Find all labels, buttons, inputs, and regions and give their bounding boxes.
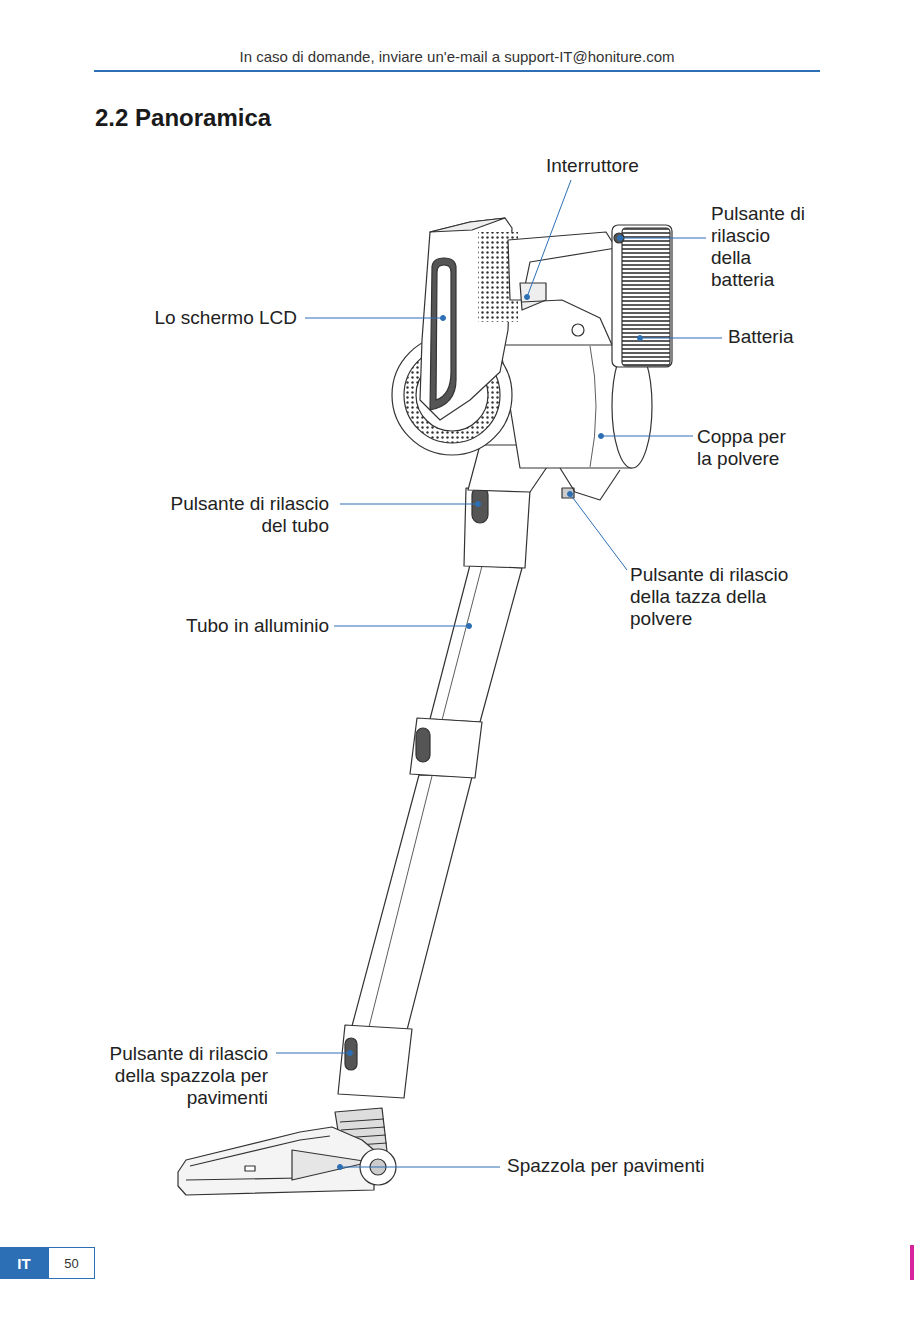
floor-brush <box>178 1108 396 1195</box>
aluminium-tube-part <box>430 565 522 722</box>
aluminium-tube-part <box>410 718 482 778</box>
leader-lines-part <box>334 626 469 627</box>
leader-lines-part <box>338 1165 343 1170</box>
aluminium-tube-part <box>472 487 488 523</box>
leader-lines-part <box>305 318 443 319</box>
floor-brush-part <box>245 1166 255 1171</box>
aluminium-tube-part <box>416 728 430 762</box>
edge-mark <box>910 1245 914 1280</box>
main-body-part <box>436 265 451 400</box>
header-note: In caso di domande, inviare un'e-mail a … <box>0 48 914 66</box>
main-body-part <box>590 346 596 467</box>
leader-lines-part <box>599 434 604 439</box>
leader-lines-part <box>570 494 627 570</box>
main-body <box>392 218 672 500</box>
part-label: Batteria <box>728 326 828 348</box>
floor-brush-part <box>292 1150 370 1180</box>
leader-lines-part <box>640 338 722 339</box>
part-label: Interruttore <box>546 155 666 177</box>
main-body-part <box>572 324 584 336</box>
main-body-part <box>522 300 612 345</box>
leader-lines-part <box>340 504 478 505</box>
leader-lines-part <box>568 492 573 497</box>
part-label: Pulsante di rilascio della batteria <box>711 203 806 291</box>
main-body-part <box>614 233 624 243</box>
part-label: Pulsante di rilascio della spazzola per … <box>93 1043 268 1109</box>
floor-brush-part <box>178 1127 374 1195</box>
part-label: Tubo in alluminio <box>129 615 329 637</box>
page-number-box: 50 <box>48 1247 95 1279</box>
part-label: Pulsante di rilascio della tazza della p… <box>630 564 810 630</box>
box-text: IT <box>17 1255 30 1272</box>
part-label: Spazzola per pavimenti <box>507 1155 767 1177</box>
part-label: Pulsante di rilascio del tubo <box>149 493 329 537</box>
aluminium-tube-part <box>464 488 530 568</box>
leader-lines-part <box>620 238 706 239</box>
aluminium-tube <box>338 445 562 1098</box>
aluminium-tube-part <box>352 775 472 1030</box>
leader-lines-part <box>476 502 481 507</box>
aluminium-tube-part <box>345 1038 357 1070</box>
floor-brush-part <box>186 1178 300 1180</box>
leader-lines-part <box>618 236 623 241</box>
aluminium-tube-part <box>369 776 432 1027</box>
main-body-part <box>622 228 670 366</box>
box-text: 50 <box>64 1256 78 1271</box>
leader-lines-part <box>525 295 530 300</box>
part-label: Lo schermo LCD <box>97 307 297 329</box>
leader-lines-part <box>340 1167 500 1168</box>
main-body-part <box>520 283 546 310</box>
main-body-part <box>430 218 505 232</box>
leader-lines-part <box>638 336 643 341</box>
part-label: Coppa per la polvere <box>697 426 797 470</box>
header-rule <box>94 70 820 72</box>
aluminium-tube-part <box>338 1025 412 1098</box>
leader-lines-part <box>348 1051 353 1056</box>
language-tab: IT <box>0 1247 48 1279</box>
leader-lines-part <box>441 316 446 321</box>
main-body-part <box>612 225 672 367</box>
leader-lines <box>276 180 722 1170</box>
main-body-part <box>560 468 620 500</box>
leader-lines-part <box>276 1053 350 1054</box>
page-title: 2.2 Panoramica <box>95 104 271 132</box>
leader-lines-part <box>527 180 571 297</box>
aluminium-tube-part <box>442 566 482 720</box>
leader-lines-part <box>601 436 693 437</box>
main-body-part <box>430 258 456 410</box>
leader-lines-part <box>467 624 472 629</box>
